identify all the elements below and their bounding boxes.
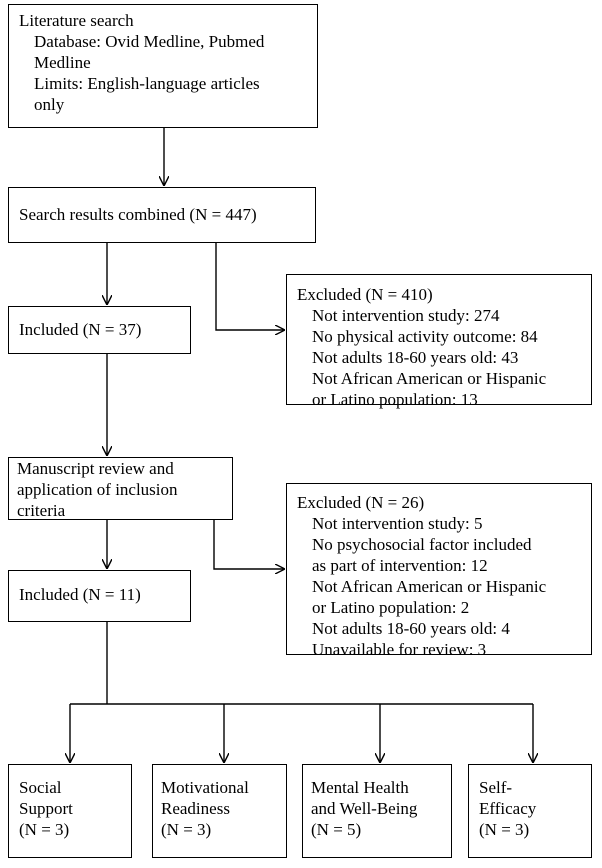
outcome-line: Efficacy [479, 799, 537, 818]
search-results-combined-box: Search results combined (N = 447) [8, 187, 316, 243]
excluded-box-2: Excluded (N = 26) Not intervention study… [286, 483, 592, 659]
excluded-box-1: Excluded (N = 410) Not intervention stud… [286, 274, 592, 409]
review-line: Manuscript review and [17, 459, 174, 478]
outcome-line: (N = 5) [311, 820, 362, 839]
manuscript-review-box: Manuscript review and application of inc… [8, 457, 233, 520]
excluded-2-line: Not intervention study: 5 [312, 514, 483, 533]
outcome-line: (N = 3) [479, 820, 530, 839]
excluded-2-line: Not African American or Hispanic [312, 577, 547, 596]
search-line: Limits: English-language articles [34, 74, 260, 93]
included-box-2: Included (N = 11) [8, 570, 191, 622]
excluded-2-line: No psychosocial factor included [312, 535, 532, 554]
literature-search-title: Literature search [19, 11, 134, 30]
outcome-box-mental-health: Mental Health and Well-Being (N = 5) [302, 764, 452, 858]
excluded-2-line: Not adults 18-60 years old: 4 [312, 619, 510, 638]
excluded-2-title: Excluded (N = 26) [297, 493, 425, 512]
arrow-combined-to-excluded1 [215, 243, 284, 330]
excluded-1-line: Not intervention study: 274 [312, 306, 500, 325]
outcome-box-self-efficacy: Self- Efficacy (N = 3) [468, 764, 592, 858]
outcome-box-social-support: Social Support (N = 3) [8, 764, 132, 858]
search-line: Medline [34, 53, 91, 72]
outcome-line: (N = 3) [161, 820, 212, 839]
review-line: criteria [17, 501, 66, 520]
included-box-1: Included (N = 37) [8, 306, 191, 354]
arrow-review-to-excluded2 [213, 520, 284, 569]
excluded-2-line: Unavailable for review: 3 [312, 640, 487, 659]
search-line: only [34, 95, 65, 114]
outcome-line: Self- [479, 778, 513, 797]
outcome-line: Readiness [161, 799, 230, 818]
excluded-1-line: or Latino population: 13 [312, 390, 478, 409]
outcome-line: Support [19, 799, 73, 818]
outcome-line: Social [19, 778, 62, 797]
excluded-2-line: as part of intervention: 12 [312, 556, 488, 575]
outcome-line: (N = 3) [19, 820, 70, 839]
search-line: Database: Ovid Medline, Pubmed [34, 32, 265, 51]
outcome-box-motivational-readiness: Motivational Readiness (N = 3) [152, 764, 287, 858]
included-1-text: Included (N = 37) [19, 320, 142, 339]
excluded-1-line: Not adults 18-60 years old: 43 [312, 348, 519, 367]
excluded-2-line: or Latino population: 2 [312, 598, 470, 617]
search-results-combined-text: Search results combined (N = 447) [19, 205, 257, 224]
excluded-1-title: Excluded (N = 410) [297, 285, 433, 304]
excluded-1-line: No physical activity outcome: 84 [312, 327, 538, 346]
excluded-1-line: Not African American or Hispanic [312, 369, 547, 388]
literature-search-box: Literature search Database: Ovid Medline… [8, 4, 318, 128]
outcome-line: and Well-Being [311, 799, 418, 818]
included-2-text: Included (N = 11) [19, 585, 141, 604]
outcome-line: Motivational [161, 778, 249, 797]
review-line: application of inclusion [17, 480, 178, 499]
outcome-line: Mental Health [311, 778, 409, 797]
